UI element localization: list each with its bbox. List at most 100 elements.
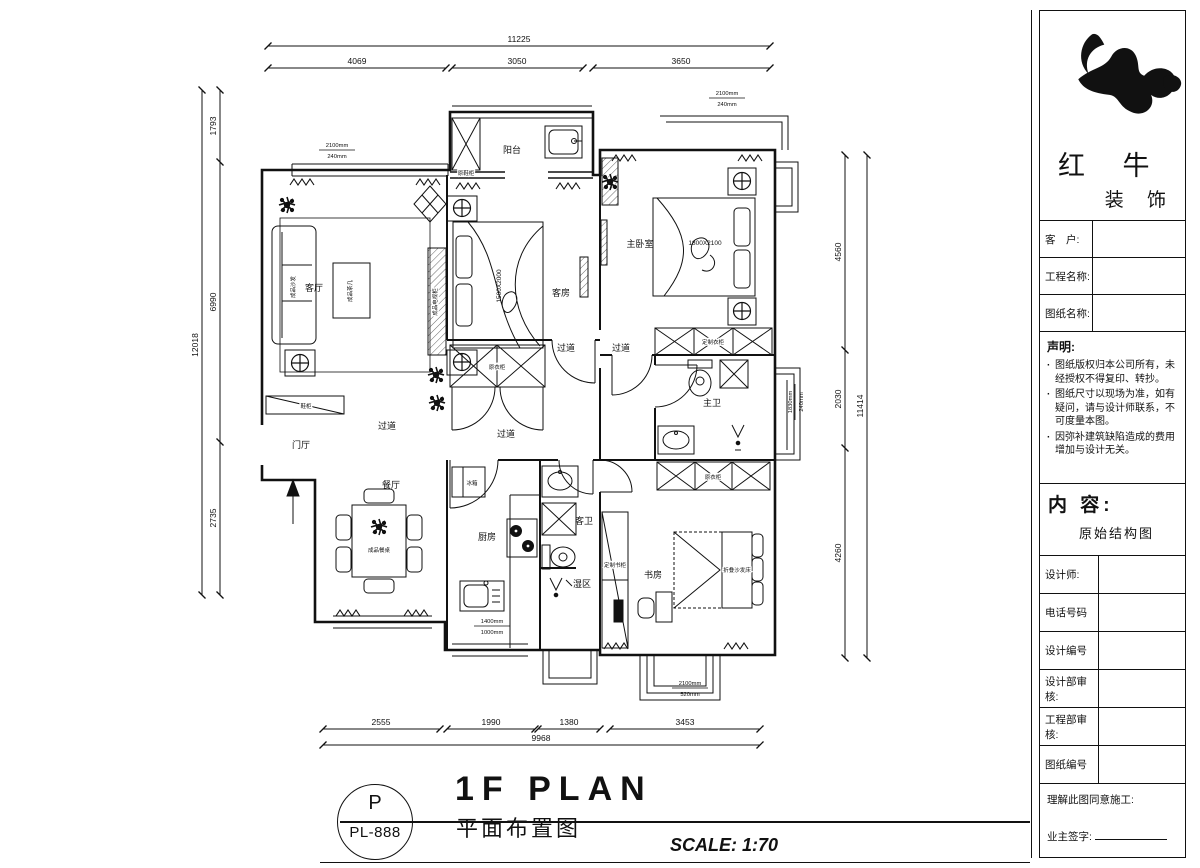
sheet-border-bottom bbox=[320, 862, 1030, 863]
statement-item: 图纸尺寸以现场为准，如有疑问，请与设计师联系，不可度量本图。 bbox=[1047, 388, 1181, 429]
room-label-master-bath: 主卫 bbox=[703, 397, 721, 408]
agreement-section: 理解此图同意施工: 业主签字: bbox=[1040, 784, 1185, 863]
bed-size-master: 1800X2100 bbox=[688, 240, 722, 247]
break-marks bbox=[289, 154, 763, 650]
row-drawing-number: 图纸编号 bbox=[1040, 746, 1185, 784]
signoff-rows: 设计师: 电话号码 设计编号 设计部审核: 工程部审核: 图纸编号 bbox=[1040, 556, 1185, 784]
sheet-code-number: PL-888 bbox=[349, 824, 401, 841]
row-value-empty bbox=[1098, 632, 1185, 669]
statement-item: 图纸版权归本公司所有，未经授权不得复印、转抄。 bbox=[1047, 359, 1181, 386]
room-label-corridor: 过道 bbox=[497, 428, 515, 439]
dim-right-overall: 11414 bbox=[855, 394, 865, 417]
dim: 4260 bbox=[833, 543, 843, 562]
content-section: 内 容: 原始结构图 bbox=[1040, 484, 1185, 556]
field-value-empty bbox=[1092, 221, 1185, 257]
counter bbox=[509, 494, 540, 648]
dim: 2555 bbox=[372, 717, 391, 727]
row-design-number: 设计编号 bbox=[1040, 632, 1185, 670]
item-label-custom-wardrobe: 定制衣柜 bbox=[702, 338, 725, 346]
window-note: 2100mm 240mm bbox=[319, 143, 355, 160]
plant-icon bbox=[601, 173, 619, 191]
svg-text:240mm: 240mm bbox=[799, 392, 805, 412]
plant-icon bbox=[428, 394, 446, 412]
row-value-empty bbox=[1098, 556, 1185, 593]
tv-cabinet bbox=[427, 247, 447, 356]
floor-plan: 阳台 客厅 主卧室 客房 过道 过道 过道 过道 主卫 客卫 湿区 门厅 餐厅 … bbox=[190, 34, 871, 749]
field-project-name: 工程名称: bbox=[1040, 258, 1185, 295]
balcony-sink bbox=[544, 125, 583, 159]
svg-text:1400mm: 1400mm bbox=[481, 619, 504, 625]
item-label-folding-sofa-bed: 折叠沙发床 bbox=[723, 566, 751, 574]
room-label-guest-bath: 客卫 bbox=[575, 515, 593, 526]
plan-scale: SCALE: 1:70 bbox=[670, 835, 779, 855]
bed-size-guest: 1500X2000 bbox=[496, 269, 503, 303]
signature-line bbox=[1094, 830, 1167, 840]
row-value-empty bbox=[1098, 670, 1185, 707]
ac-diamond-symbol bbox=[413, 185, 447, 223]
row-value-empty bbox=[1098, 708, 1185, 745]
row-engineering-review: 工程部审核: bbox=[1040, 708, 1185, 746]
titleblock: 红 牛 装 饰 客 户: 工程名称: 图纸名称: 声明: 图纸版权归本公司所有，… bbox=[1039, 10, 1186, 858]
row-phone: 电话号码 bbox=[1040, 594, 1185, 632]
item-label-shoe-cabinet: 鞋柜 bbox=[300, 402, 312, 410]
brand-logo bbox=[1078, 33, 1182, 114]
dim: 2735 bbox=[208, 508, 218, 527]
content-label: 内 容: bbox=[1048, 495, 1114, 516]
svg-text:2100mm: 2100mm bbox=[326, 143, 349, 149]
brand-name: 红 牛 bbox=[1058, 151, 1165, 181]
plan-title-en: 1F PLAN bbox=[455, 770, 653, 808]
room-label-study: 书房 bbox=[644, 569, 662, 580]
item-label-tv-cabinet: 成品电视柜 bbox=[431, 288, 439, 316]
dim: 3050 bbox=[508, 56, 527, 66]
brand-subname: 装 饰 bbox=[1104, 190, 1175, 211]
dim: 6990 bbox=[208, 292, 218, 311]
sofa bbox=[271, 225, 317, 345]
field-label: 图纸名称: bbox=[1045, 307, 1090, 320]
room-label-wet-zone: 湿区 bbox=[573, 579, 591, 589]
bookcase bbox=[601, 511, 629, 649]
window-note: 1400mm 1000mm bbox=[474, 619, 510, 636]
guest-nightstand bbox=[446, 349, 478, 376]
dim: 1380 bbox=[560, 717, 579, 727]
dimensions: 11225 4069 3050 3650 12018 1793 6990 273… bbox=[190, 34, 871, 749]
room-label-foyer: 门厅 bbox=[292, 439, 310, 450]
row-design-review: 设计部审核: bbox=[1040, 670, 1185, 708]
doors bbox=[449, 339, 698, 509]
dim-left-overall: 12018 bbox=[190, 333, 200, 357]
svg-text:240mm: 240mm bbox=[327, 154, 347, 160]
hall-wardrobe bbox=[656, 461, 771, 491]
labels: 阳台 客厅 主卧室 客房 过道 过道 过道 过道 主卫 客卫 湿区 门厅 餐厅 … bbox=[288, 144, 753, 589]
field-drawing-name: 图纸名称: bbox=[1040, 295, 1185, 332]
room-label-living: 客厅 bbox=[305, 282, 323, 293]
item-label-tea-table: 成品茶几 bbox=[346, 280, 354, 303]
stove-icon bbox=[506, 518, 538, 558]
row-value-empty bbox=[1098, 746, 1185, 783]
guest-bed bbox=[452, 221, 544, 349]
side-table-lamp bbox=[284, 349, 316, 377]
kitchen-sink bbox=[459, 580, 505, 612]
dim-top-overall: 11225 bbox=[507, 34, 530, 44]
sheet-code-bubble: P PL-888 bbox=[337, 784, 413, 860]
titleblock-outer-line bbox=[1031, 10, 1032, 858]
row-label: 设计部审核: bbox=[1045, 675, 1087, 703]
row-label: 设计编号 bbox=[1045, 645, 1087, 657]
svg-text:240mm: 240mm bbox=[717, 102, 737, 108]
dining-table bbox=[335, 488, 423, 594]
window-note: 2100mm 240mm bbox=[709, 91, 745, 108]
room-label-balcony: 阳台 bbox=[503, 144, 521, 155]
statement-item: 因弥补建筑缺陷造成的费用增加与设计无关。 bbox=[1047, 431, 1181, 458]
balcony-cabinet bbox=[451, 117, 481, 171]
content-value: 原始结构图 bbox=[1078, 526, 1154, 541]
shower-tray bbox=[541, 502, 577, 536]
windows bbox=[291, 105, 801, 701]
item-label-sofa: 成品沙发 bbox=[289, 276, 297, 299]
room-label-corridor: 过道 bbox=[557, 342, 575, 353]
room-label-corridor: 过道 bbox=[378, 420, 396, 431]
svg-text:1000mm: 1000mm bbox=[481, 630, 504, 636]
row-designer: 设计师: bbox=[1040, 556, 1185, 594]
bath-sink bbox=[541, 465, 579, 498]
room-label-corridor: 过道 bbox=[612, 342, 630, 353]
folding-sofa-bed bbox=[673, 531, 764, 609]
dim-bottom-overall: 9968 bbox=[532, 733, 551, 743]
